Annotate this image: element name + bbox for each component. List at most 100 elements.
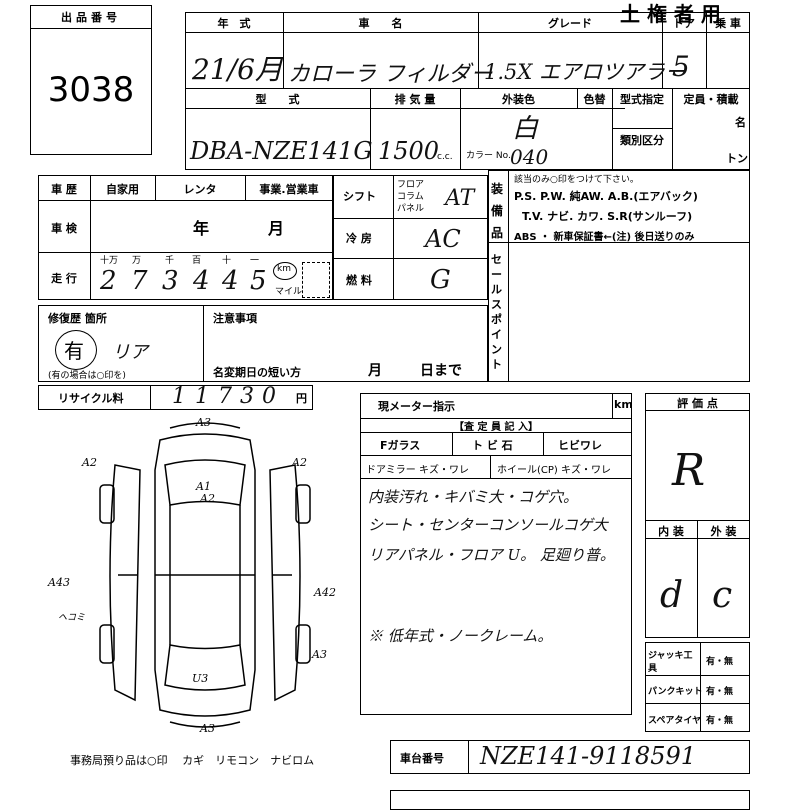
repair-note: (有の場合は○印を) [48, 371, 126, 381]
ac-label: 冷 房 [346, 232, 372, 245]
recycle-digit: 1 [195, 384, 209, 409]
fuel-label: 燃 料 [346, 274, 372, 287]
displacement-unit: c.c. [437, 152, 453, 162]
digit-label: 千 [165, 256, 175, 266]
model-value: DBA-NZE141G [190, 137, 373, 165]
notes-label: 注意事項 [213, 312, 257, 325]
color-code-label: カラー No. [466, 151, 511, 161]
puncture-option: 有・無 [706, 687, 734, 697]
repair-block [38, 305, 488, 382]
model-label: 型 式 [255, 93, 300, 106]
damage-mark: A3 [195, 416, 211, 429]
mileage-digit: 2 [100, 266, 117, 296]
inspector-line: ※ 低年式・ノークレーム。 [368, 627, 553, 645]
year-label: 年 式 [217, 17, 251, 30]
displacement-value: 1500 [378, 137, 440, 165]
private-label: 自家用 [106, 183, 139, 196]
grade-label: グレード [548, 17, 592, 30]
shift-value: AT [445, 186, 475, 211]
inspector-line: リアパネル・フロア U。 足廻り普。 [368, 546, 615, 564]
damage-mark: A42 [313, 586, 336, 599]
lot-box [30, 5, 152, 155]
interior-label: 内 装 [658, 525, 684, 538]
damage-mark: A2 [291, 456, 307, 469]
mileage-digit: 7 [131, 266, 148, 296]
km-label: km [277, 264, 291, 274]
exterior-color-label: 外装色 [502, 93, 535, 106]
digit-label: 十万 [100, 256, 119, 266]
usage-block [38, 175, 333, 300]
persons-unit: 名 [735, 116, 746, 129]
recycle-digit: 1 [172, 384, 186, 409]
damage-mark: U3 [192, 672, 208, 685]
car-damage-diagram: A3 A2 A2 A1 A2 A43 A42 A3 U3 A3 ヘコミ [47, 416, 336, 735]
lot-label: 出品番号 [61, 11, 121, 24]
inspector-line: 内装汚れ・キバミ大・コゲ穴。 [368, 488, 579, 506]
inspector-block [360, 393, 632, 715]
office-note: 事務局預り品は○印 カギ リモコン ナビロム [70, 754, 315, 767]
bottom-box [390, 790, 750, 810]
score-value: R [672, 445, 706, 496]
spare-option: 有・無 [706, 716, 734, 726]
shift-option: フロア [397, 180, 425, 190]
km-circle [273, 262, 297, 280]
shift-label: シフト [343, 190, 376, 203]
doors-label: ドア [673, 17, 695, 30]
mileage-digit: 4 [193, 266, 210, 296]
mileage-digit: 3 [162, 266, 179, 296]
tons-unit: トン [726, 152, 748, 165]
category-label: 類別区分 [620, 134, 664, 147]
chassis-value: NZE141-9118591 [480, 742, 696, 770]
inspector-line: シート・センターコンソールコゲ大 [368, 516, 608, 534]
meter-label: 現メーター指示 [378, 400, 455, 413]
name-change-day: 日まで [420, 363, 462, 379]
chip-label: ト ビ 石 [472, 439, 513, 452]
mileage-digit: 4 [222, 266, 239, 296]
name-change-month: 月 [368, 363, 382, 379]
inspection-month-unit: 月 [268, 219, 285, 238]
meter-unit: km [614, 398, 633, 411]
mile-label: マイル [275, 287, 303, 297]
seating-label: 乗 車 [715, 17, 741, 30]
damage-mark: A43 [47, 576, 70, 589]
spare-label: スペアタイヤ [648, 716, 702, 726]
mileage-digit: 5 [250, 266, 267, 296]
color-change-label: 色替 [583, 93, 606, 106]
crack-label: ヒビワレ [558, 439, 602, 452]
name-change-label: 名変期日の短い方 [213, 366, 301, 379]
jack-option: 有・無 [706, 657, 734, 667]
mileage-label: 走 行 [51, 272, 77, 285]
rental-label: レンタ [183, 183, 217, 196]
business-label: 事業.営業車 [259, 183, 319, 196]
recycle-digit: 3 [240, 384, 254, 409]
repair-circle [55, 330, 97, 370]
chassis-label: 車台番号 [400, 752, 444, 765]
equipment-block [488, 170, 750, 382]
name-label: 車 名 [358, 17, 403, 30]
exterior-label: 外 装 [710, 525, 737, 538]
displacement-label: 排 気 量 [394, 93, 436, 106]
digit-label: 万 [132, 256, 142, 266]
equipment-line-3: ABS ・ 新車保証書←(注) 後日送りのみ [514, 232, 695, 243]
fuel-value: G [430, 265, 451, 295]
sheet-title: 土 権 者 用 [620, 2, 721, 26]
chassis-block [390, 740, 750, 774]
shift-option: パネル [397, 204, 425, 214]
repair-value: 有 [64, 339, 84, 363]
damage-mark: A3 [199, 722, 215, 735]
recycle-label: リサイクル料 [58, 392, 124, 405]
repair-label: 修復歴 箇所 [48, 312, 107, 325]
lot-number: 3038 [47, 70, 135, 110]
vehicle-grid [185, 12, 750, 170]
repair-location: リア [112, 342, 148, 363]
shift-option: コラム [397, 192, 424, 202]
mirror-label: ドアミラー キズ・ワレ [366, 465, 469, 476]
doors-value: 5 [672, 50, 690, 83]
recycle-unit: 円 [296, 392, 307, 405]
damage-mark: A2 [199, 492, 215, 505]
interior-value: d [660, 575, 684, 616]
exterior-color-value: 白 [512, 114, 539, 144]
glass-label: Fガラス [380, 439, 421, 452]
recycle-digit: 0 [262, 384, 276, 409]
tools-block [645, 642, 750, 732]
